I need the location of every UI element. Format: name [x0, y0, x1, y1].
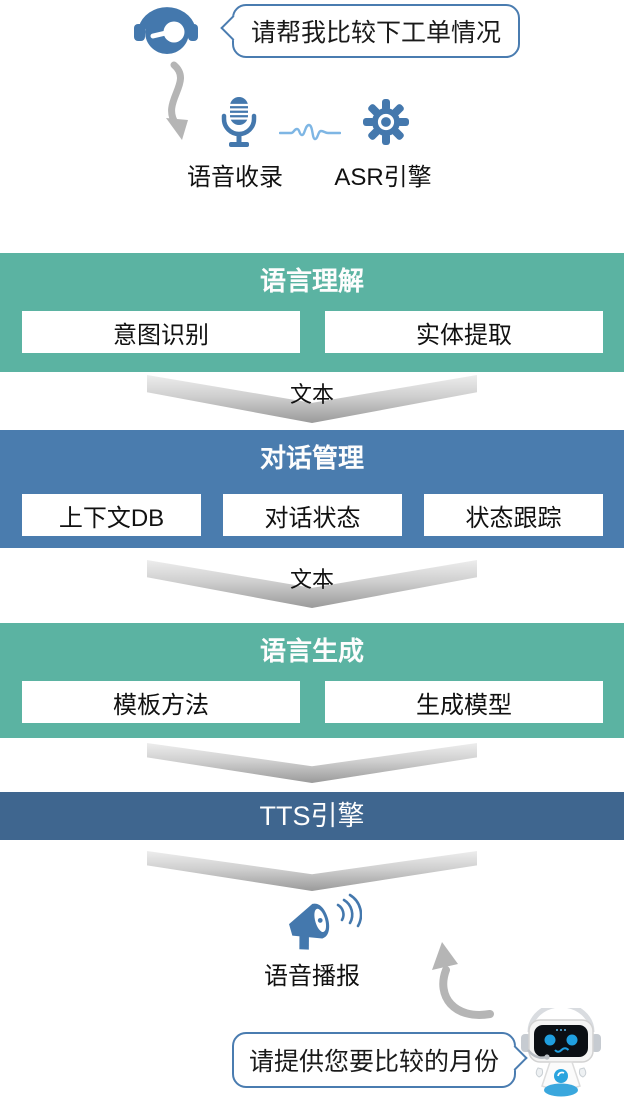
module-intent-recognition: 意图识别: [22, 311, 300, 353]
chevron-down-icon: [147, 851, 477, 891]
module-context-db: 上下文DB: [22, 494, 201, 536]
module-state-tracking: 状态跟踪: [424, 494, 603, 536]
curved-arrow-down-icon: [166, 61, 188, 140]
module-dialog-state: 对话状态: [223, 494, 402, 536]
user-speech-text: 请帮我比较下工单情况: [250, 19, 501, 47]
module-entity-extraction: 实体提取: [325, 311, 603, 353]
robot-icon: [521, 1008, 601, 1097]
bot-speech-text: 请提供您要比较的月份: [248, 1048, 499, 1076]
flow-arrow-3: [147, 743, 477, 783]
megaphone-icon: [289, 893, 362, 950]
gear-icon: [363, 99, 409, 145]
user-speech-bubble: 请帮我比较下工单情况: [220, 4, 520, 58]
voice-broadcast-label: 语音播报: [264, 963, 360, 990]
stage-language-generation: 语言生成 模板方法 生成模型: [0, 623, 624, 738]
stage-title: 语言生成: [259, 636, 364, 666]
stage-tts-engine: TTS引擎: [0, 792, 624, 840]
voice-capture-label: 语音收录: [187, 164, 283, 191]
waveform-icon: [279, 123, 341, 141]
bubble-tail-left: [220, 15, 246, 41]
asr-engine-label: ASR引擎: [334, 164, 432, 191]
microphone-icon: [221, 97, 257, 147]
stage-title: 对话管理: [259, 443, 364, 473]
stage-dialogue-management: 对话管理 上下文DB 对话状态 状态跟踪: [0, 430, 624, 548]
module-template-method: 模板方法: [22, 681, 300, 723]
stage-title: 语言理解: [259, 266, 364, 296]
bot-speech-bubble: 请提供您要比较的月份: [232, 1032, 528, 1088]
module-generation-model: 生成模型: [325, 681, 603, 723]
stage-title: TTS引擎: [259, 801, 365, 831]
curved-arrow-up-icon: [432, 942, 494, 1019]
flow-arrow-label: 文本: [289, 382, 334, 407]
headset-icon: [134, 7, 198, 54]
chevron-down-icon: [147, 743, 477, 783]
flow-arrow-text-2: 文本: [147, 560, 477, 608]
flow-arrow-4: [147, 851, 477, 891]
stage-language-understanding: 语言理解 意图识别 实体提取: [0, 253, 624, 372]
flow-arrow-label: 文本: [289, 567, 334, 592]
flow-arrow-text-1: 文本: [147, 375, 477, 423]
